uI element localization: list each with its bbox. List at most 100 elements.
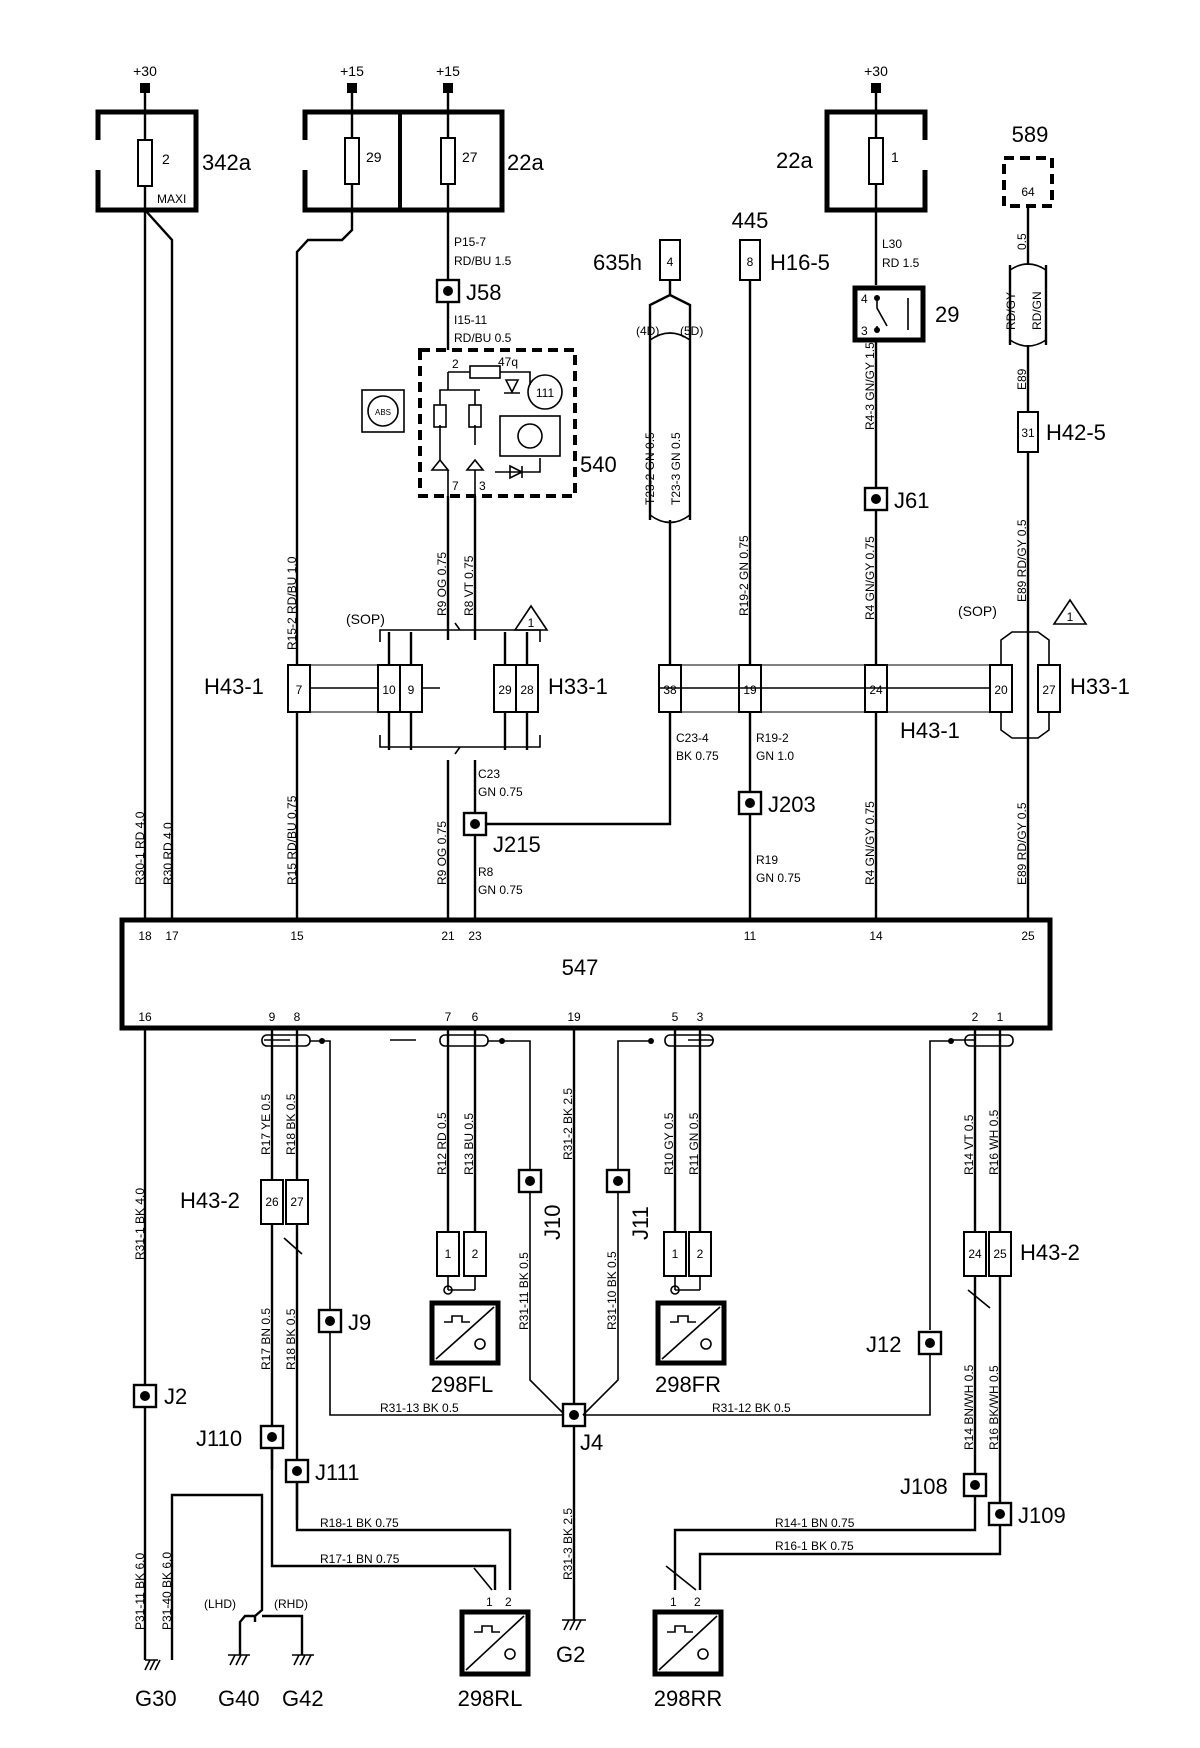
wire-label: R11 GN 0.5 xyxy=(687,1112,701,1175)
connector-h42-5: 31 H42-5 xyxy=(1017,411,1106,453)
power-label: +30 xyxy=(864,63,888,79)
wire-label: R4-3 GN/GY 1.5 xyxy=(863,342,877,430)
wire-label: R31-13 BK 0.5 xyxy=(380,1401,459,1415)
warning-number: 1 xyxy=(528,616,535,630)
connector-row-h43-1: 7 10 9 29 28 38 19 24 20 27 H43-1 H33-1 … xyxy=(204,603,1130,743)
wheel-speed-sensor-rr: 1 2 298RR xyxy=(652,1595,724,1711)
pin-label: 1 xyxy=(997,1010,1004,1024)
wire-label: E89 RD/GY 0.5 xyxy=(1015,802,1029,885)
pin-label: 20 xyxy=(994,683,1008,697)
splice-label: J12 xyxy=(866,1332,901,1357)
ground-label: G30 xyxy=(135,1686,177,1711)
pin-label: 26 xyxy=(265,1195,279,1209)
fuse-label: 22a xyxy=(507,150,544,175)
pin-label: 38 xyxy=(663,683,677,697)
wire-label: RD 1.5 xyxy=(882,256,920,270)
pin-label: 2 xyxy=(472,1247,479,1261)
led-label: 47q xyxy=(498,355,518,369)
ground-symbol: G30 xyxy=(135,1659,177,1711)
pin-label: 28 xyxy=(520,683,534,697)
wire-label: R14-1 BN 0.75 xyxy=(775,1516,855,1530)
warning-icon: 1 xyxy=(1052,598,1088,625)
wire-label: R13 BU 0.5 xyxy=(462,1113,476,1175)
fuse-box-342a: 2 MAXI 342a xyxy=(94,109,252,213)
pin-label: 1 xyxy=(672,1247,679,1261)
splice-label: J215 xyxy=(493,832,541,857)
wire-label: R9 OG 0.75 xyxy=(435,552,449,616)
ground-label: G2 xyxy=(556,1642,585,1667)
wire-label: R10 GY 0.5 xyxy=(662,1112,676,1175)
lamp-label: 111 xyxy=(536,386,555,400)
fuse-label: 589 xyxy=(1012,122,1049,147)
pin-label: 29 xyxy=(498,683,512,697)
connector-label: H42-5 xyxy=(1046,420,1106,445)
splice-label: J61 xyxy=(894,488,929,513)
pin-label: 23 xyxy=(468,929,482,943)
connector-label: H43-2 xyxy=(180,1188,240,1213)
wheel-speed-sensor-fl: 1 2 298FL xyxy=(429,1231,501,1397)
splice-label: J10 xyxy=(540,1205,565,1240)
variant-label: (RHD) xyxy=(274,1597,308,1611)
pin-label: 7 xyxy=(296,683,303,697)
wire-label: R31-12 BK 0.5 xyxy=(712,1401,791,1415)
wire-label: C23-4 xyxy=(676,731,709,745)
wire-label: T23-3 GN 0.5 xyxy=(669,432,683,505)
pin-label: 18 xyxy=(138,929,152,943)
module-label: 540 xyxy=(580,452,617,477)
pin-label: 4 xyxy=(667,255,674,269)
splice-label: J110 xyxy=(196,1426,242,1451)
group-label: (5D) xyxy=(680,324,703,338)
wire-label: R8 xyxy=(478,865,494,879)
pin-label: 9 xyxy=(408,683,415,697)
wire-label: GN 0.75 xyxy=(756,871,801,885)
wire-label: R12 RD 0.5 xyxy=(435,1112,449,1175)
fuse-number: 27 xyxy=(462,149,478,165)
pin-label: 8 xyxy=(294,1010,301,1024)
wire-label: R18-1 BK 0.75 xyxy=(320,1516,399,1530)
wire-label: P31-40 BK 6.0 xyxy=(160,1552,174,1630)
connector-label: H33-1 xyxy=(548,674,608,699)
wire-label: RD/BU 1.5 xyxy=(454,254,512,268)
wire-label: R31-10 BK 0.5 xyxy=(605,1251,619,1330)
pin-label: 15 xyxy=(290,929,304,943)
wire-label: R4 GN/GY 0.75 xyxy=(863,801,877,885)
relay-29: 4 3 xyxy=(852,285,926,343)
connector-label: H33-1 xyxy=(1070,674,1130,699)
splice-label: J58 xyxy=(466,280,501,305)
group-label: (4D) xyxy=(636,324,659,338)
pin-label: 2 xyxy=(452,357,459,371)
wire-label: BK 0.75 xyxy=(676,749,719,763)
wire-label: RD/BU 0.5 xyxy=(454,331,512,345)
splice-label: J203 xyxy=(768,792,816,817)
splice-label: J4 xyxy=(580,1430,603,1455)
pin-label: 1 xyxy=(486,1595,493,1609)
fuse-label: 342a xyxy=(202,150,252,175)
splice-label: J111 xyxy=(315,1460,359,1485)
wire-label: R31-3 BK 2.5 xyxy=(561,1508,575,1580)
connector-label: H43-2 xyxy=(1020,1240,1080,1265)
wire-label: R31-2 BK 2.5 xyxy=(561,1088,575,1160)
wire-label: R30-1 RD 4.0 xyxy=(133,811,147,885)
wire-label: P31-11 BK 6.0 xyxy=(133,1553,147,1630)
wire-label: R16 WH 0.5 xyxy=(987,1109,1001,1175)
wire-label: R15 RD/BU 0.75 xyxy=(285,795,299,885)
wire-label: R8 VT 0.75 xyxy=(462,555,476,616)
splice-label: J109 xyxy=(1018,1503,1066,1528)
pin-label: 24 xyxy=(968,1247,982,1261)
pin-label: 19 xyxy=(567,1010,581,1024)
ground-symbol: G2 xyxy=(556,1619,586,1667)
pin-label: 3 xyxy=(697,1010,704,1024)
pin-label: 31 xyxy=(1021,426,1035,440)
pin-label: 25 xyxy=(1021,929,1035,943)
pin-label: 7 xyxy=(445,1010,452,1024)
wire-label: I15-11 xyxy=(454,313,487,327)
pin-label: 8 xyxy=(747,255,754,269)
splice-label: J2 xyxy=(164,1384,187,1409)
fuse-box-589: 64 589 xyxy=(1002,122,1054,208)
wire-label: E89 xyxy=(1015,368,1029,390)
connector-445: 8 445 H16-5 xyxy=(732,208,830,281)
splice-label: J9 xyxy=(348,1310,371,1335)
connector-label: H43-1 xyxy=(204,674,264,699)
pin-label: 27 xyxy=(1042,683,1056,697)
